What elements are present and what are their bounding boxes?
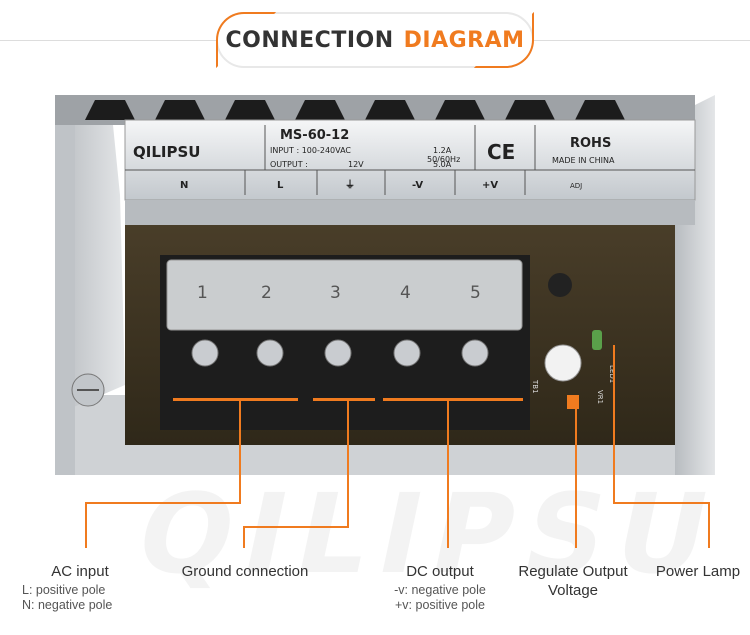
led-label: LED1: [608, 365, 616, 383]
callout-line-ac-horizontal: [85, 502, 241, 504]
caption-dc-line1: -v: negative pole: [394, 583, 486, 597]
terminal-label-n: N: [180, 180, 188, 191]
terminal-number-4: 4: [400, 283, 411, 303]
title-part-2: DIAGRAM: [403, 27, 525, 53]
vr-label: VR1: [596, 390, 604, 404]
terminal-number-5: 5: [470, 283, 481, 303]
brand-text: QILIPSU: [133, 143, 200, 161]
callout-line-dc: [447, 398, 449, 548]
title-accent-left: [216, 12, 276, 68]
callout-line-ac-drop: [85, 502, 87, 548]
input-freq-text: 50/60Hz: [427, 155, 460, 164]
header-rule-right: [534, 40, 750, 41]
caption-regulate-line2: Voltage: [547, 582, 599, 599]
input-text: INPUT : 100-240VAC: [270, 146, 351, 155]
caption-dc-title: DC output: [406, 563, 474, 580]
caption-dc-line2: +v: positive pole: [395, 598, 485, 612]
callout-line-lamp-drop: [708, 502, 710, 548]
caption-ac-line1: L: positive pole: [22, 583, 106, 597]
callout-line-regulate: [575, 398, 577, 548]
terminal-number-3: 3: [330, 283, 341, 303]
output-text: OUTPUT :: [270, 160, 308, 169]
caption-regulate-line1: Regulate Output: [518, 563, 628, 580]
adj-label: ADJ: [570, 182, 582, 190]
terminal-label-l: L: [277, 180, 284, 191]
header-rule-left: [0, 40, 216, 41]
output-voltage-text: 12V: [348, 160, 364, 169]
output-current-text: 5.0A: [433, 160, 452, 169]
callout-line-lamp-h: [613, 502, 709, 504]
caption-lamp-title: Power Lamp: [655, 563, 741, 580]
model-text: MS-60-12: [280, 128, 349, 143]
caption-regulate: Regulate Output Voltage: [505, 563, 641, 599]
input-current-text: 1.2A: [433, 146, 452, 155]
caption-ground: Ground connection: [165, 563, 325, 580]
callout-line-lamp: [613, 345, 615, 502]
power-supply-illustration: QILIPSU MS-60-12 INPUT : 100-240VAC 1.2A…: [55, 95, 715, 475]
callout-line-ground: [347, 398, 349, 526]
caption-ac-input: AC input L: positive pole N: negative po…: [22, 563, 152, 613]
terminal-label-minus-v: -V: [412, 180, 423, 191]
caption-dc-output: DC output -v: negative pole +v: positive…: [375, 563, 505, 613]
ce-mark: CE: [487, 140, 515, 164]
terminal-label-plus-v: +V: [482, 180, 498, 191]
callout-line-ground-drop: [243, 526, 245, 548]
terminal-label-ground: ⏚: [345, 179, 355, 191]
terminal-number-2: 2: [261, 283, 272, 303]
rohs-text: ROHS: [570, 136, 611, 151]
caption-ac-line2: N: negative pole: [22, 598, 113, 612]
made-in-text: MADE IN CHINA: [552, 156, 615, 165]
caption-ac-title: AC input: [51, 563, 109, 580]
title-accent-right: [474, 12, 534, 68]
page-title: CONNECTION DIAGRAM: [216, 12, 534, 68]
callout-line-ground-h: [243, 526, 349, 528]
product-photo: QILIPSU MS-60-12 INPUT : 100-240VAC 1.2A…: [55, 95, 715, 475]
tb-label: TB1: [531, 379, 539, 394]
callout-line-ac-vertical: [239, 398, 241, 502]
caption-power-lamp: Power Lamp: [648, 563, 748, 580]
caption-ground-title: Ground connection: [181, 563, 309, 580]
terminal-number-1: 1: [197, 283, 208, 303]
